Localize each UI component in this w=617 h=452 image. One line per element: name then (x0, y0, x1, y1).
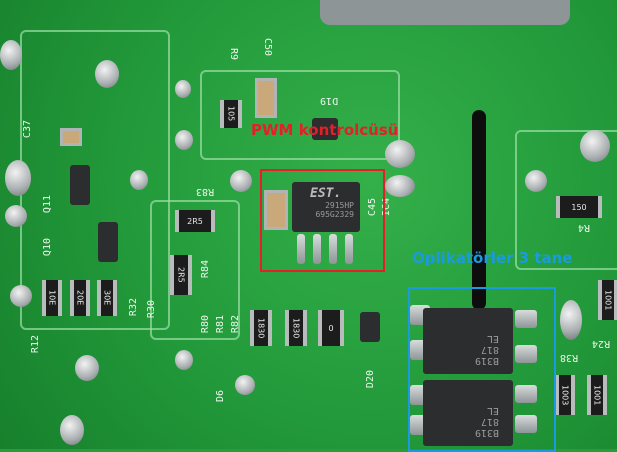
solder-pad (60, 415, 84, 445)
silk-label: R32 (128, 298, 139, 317)
silk-label: D20 (365, 370, 376, 389)
silk-label: D19 (320, 95, 339, 106)
transistor (98, 222, 118, 262)
resistor: 30E (97, 280, 117, 316)
capacitor (264, 190, 288, 230)
capacitor (255, 78, 277, 118)
trace (150, 200, 240, 340)
solder-pad (580, 130, 610, 162)
silk-label: Q11 (42, 195, 53, 214)
silk-label: R9 (228, 48, 239, 61)
solder-pad (175, 130, 193, 150)
chip-part: 2915HP (325, 201, 354, 210)
diode (312, 118, 338, 140)
chip-code: 695G2329 (315, 210, 354, 219)
pwm-controller-chip: EST. 2915HP 695G2329 (292, 182, 360, 232)
solder-pad (10, 285, 32, 307)
diode (360, 312, 380, 342)
solder-pad (345, 234, 353, 264)
resistor: 10E (42, 280, 62, 316)
solder-pad (515, 345, 537, 363)
resistor: 1830 (285, 310, 307, 346)
silk-label: R81 (215, 315, 226, 334)
resistor: 2R5 (170, 255, 192, 295)
silk-label: C50 (262, 38, 273, 57)
silk-label: R84 (200, 260, 211, 279)
resistor: 1003 (555, 375, 575, 415)
silk-label: D6 (215, 390, 226, 403)
heatsink-pad (320, 0, 570, 25)
solder-pad (313, 234, 321, 264)
solder-pad (515, 415, 537, 433)
silk-label: R80 (200, 315, 211, 334)
silk-label: R83 (196, 186, 215, 197)
trace (200, 70, 400, 160)
solder-pad (75, 355, 99, 381)
capacitor (60, 128, 82, 146)
solder-pad (560, 300, 582, 340)
resistor: 2R5 (175, 210, 215, 232)
solder-pad (5, 205, 27, 227)
chip-brand: EST. (310, 186, 342, 201)
resistor: 105 (220, 100, 242, 128)
pwm-annotation: PWM kontrolcüsü (251, 121, 399, 139)
silk-label: R30 (146, 300, 157, 319)
solder-pad (385, 175, 415, 197)
silk-label: R4 (578, 222, 591, 233)
optocoupler-highlight-box (408, 287, 556, 452)
solder-pad (525, 170, 547, 192)
resistor: 1001 (598, 280, 617, 320)
pwm-highlight-box (260, 169, 385, 272)
resistor: 0 (318, 310, 344, 346)
optocoupler-annotation: Oplikatörler 3 tane (412, 249, 573, 267)
solder-pad (5, 160, 31, 196)
solder-pad (515, 385, 537, 403)
solder-pad (175, 80, 191, 98)
silk-label: R38 (560, 352, 579, 363)
solder-pad (130, 170, 148, 190)
silk-label: R12 (30, 335, 41, 354)
resistor: 1001 (587, 375, 607, 415)
solder-pad (515, 310, 537, 328)
resistor: 1830 (250, 310, 272, 346)
transistor (70, 165, 90, 205)
solder-pad (235, 375, 255, 395)
solder-pad (329, 234, 337, 264)
solder-pad (385, 140, 415, 168)
silk-label: R24 (592, 338, 611, 349)
silk-label: C37 (22, 120, 33, 139)
trace (515, 130, 617, 270)
isolation-slot (472, 110, 486, 310)
silk-label: Q10 (42, 238, 53, 257)
solder-pad (230, 170, 252, 192)
resistor: 20E (70, 280, 90, 316)
solder-pad (95, 60, 119, 88)
resistor: 150 (556, 196, 602, 218)
solder-pad (0, 40, 22, 70)
solder-pad (175, 350, 193, 370)
solder-pad (297, 234, 305, 264)
silk-label: R82 (230, 315, 241, 334)
